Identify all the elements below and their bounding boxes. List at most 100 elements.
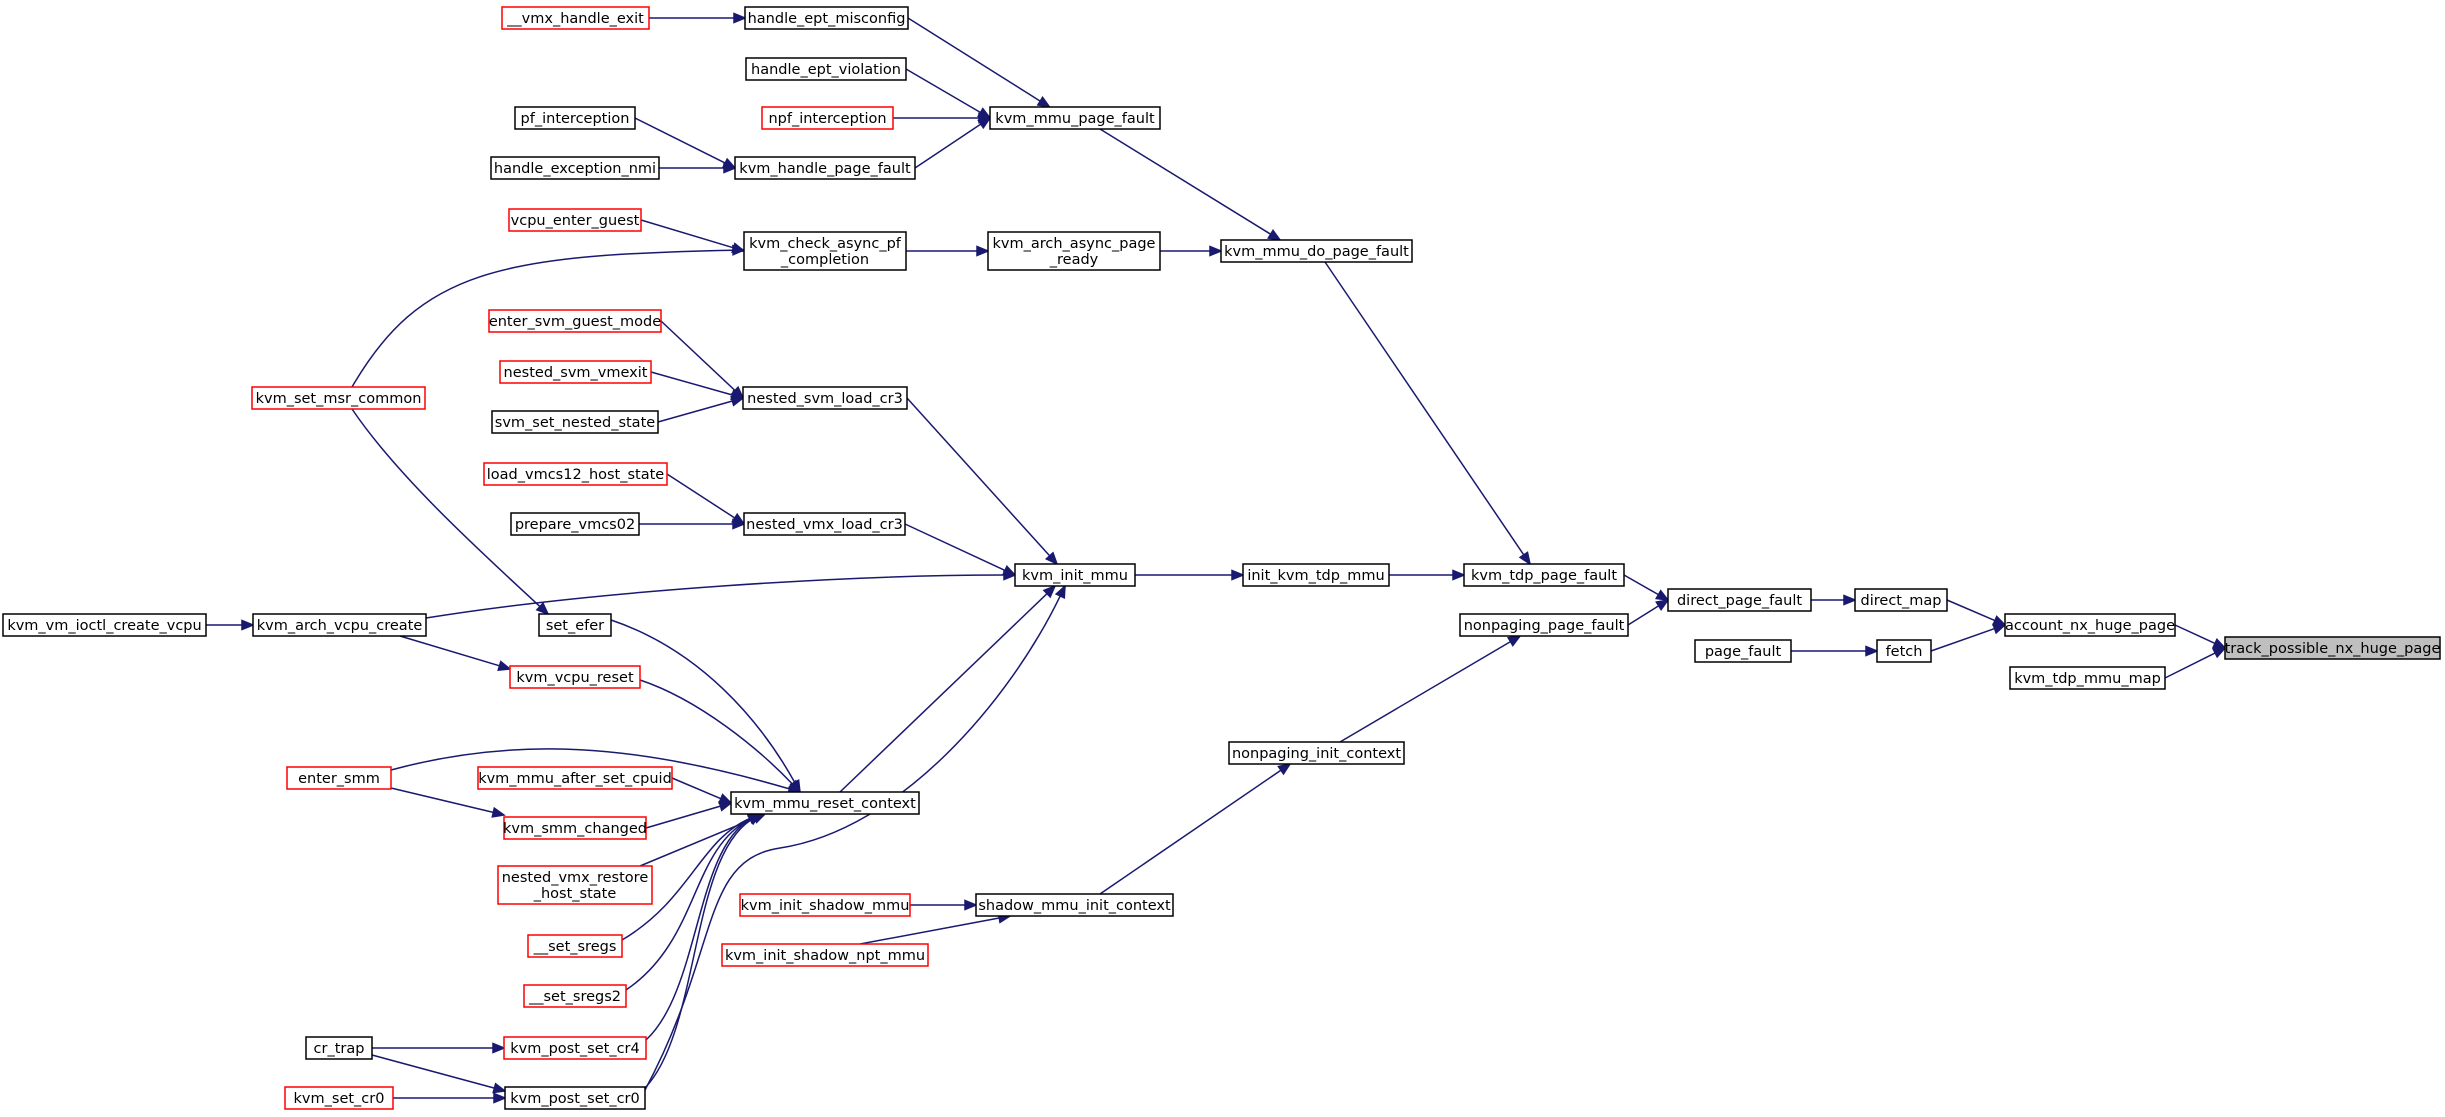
node-box[interactable] <box>730 791 920 815</box>
node-label[interactable]: kvm_vcpu_reset <box>516 670 634 686</box>
node-pf-interception[interactable]: pf_interception <box>514 106 636 130</box>
node-kvm-init-shadow-mmu[interactable]: kvm_init_shadow_mmu <box>739 893 911 917</box>
node-box[interactable] <box>743 512 906 536</box>
node-box[interactable] <box>1014 563 1136 587</box>
node-box[interactable] <box>491 410 659 434</box>
node-handle-ept-misconfig[interactable]: handle_ept_misconfig <box>744 6 909 30</box>
node-shadow-mmu-init-context[interactable]: shadow_mmu_init_context <box>975 893 1174 917</box>
node-label[interactable]: kvm_init_shadow_npt_mmu <box>725 948 925 964</box>
node-nested-vmx-restore-host-state[interactable]: nested_vmx_restore_host_state <box>497 865 653 905</box>
node-label[interactable]: nonpaging_page_fault <box>1464 618 1625 634</box>
node-label[interactable]: npf_interception <box>768 111 886 127</box>
node-kvm-check-async-pf-completion[interactable]: kvm_check_async_pf_completion <box>743 231 907 271</box>
node-handle-ept-violation[interactable]: handle_ept_violation <box>745 57 907 81</box>
node-label[interactable]: kvm_smm_changed <box>503 821 647 837</box>
node-box[interactable] <box>739 893 911 917</box>
node-box[interactable] <box>2009 666 2166 690</box>
node-page-fault[interactable]: page_fault <box>1694 639 1792 663</box>
node-label[interactable]: _completion <box>780 252 869 268</box>
node-box[interactable] <box>1242 563 1390 587</box>
node-nonpaging-init-context[interactable]: nonpaging_init_context <box>1228 741 1405 765</box>
node-init-kvm-tdp-mmu[interactable]: init_kvm_tdp_mmu <box>1242 563 1390 587</box>
node-nested-vmx-load-cr3[interactable]: nested_vmx_load_cr3 <box>743 512 906 536</box>
node-svm-set-nested-state[interactable]: svm_set_nested_state <box>491 410 659 434</box>
node-box[interactable] <box>490 156 660 180</box>
node---vmx-handle-exit[interactable]: __vmx_handle_exit <box>501 6 650 30</box>
node-label[interactable]: enter_svm_guest_mode <box>489 314 661 330</box>
node-kvm-arch-vcpu-create[interactable]: kvm_arch_vcpu_create <box>252 613 427 637</box>
node-load-vmcs12-host-state[interactable]: load_vmcs12_host_state <box>483 462 668 486</box>
node-label[interactable]: prepare_vmcs02 <box>515 517 635 533</box>
node-label[interactable]: _ready <box>1049 252 1099 268</box>
node-label[interactable]: kvm_arch_vcpu_create <box>257 618 423 634</box>
node-nested-svm-load-cr3[interactable]: nested_svm_load_cr3 <box>742 386 908 410</box>
node-enter-smm[interactable]: enter_smm <box>286 766 392 790</box>
node-npf-interception[interactable]: npf_interception <box>761 106 894 130</box>
node-box[interactable] <box>504 1086 646 1110</box>
node-label[interactable]: vcpu_enter_guest <box>511 213 640 229</box>
node-label[interactable]: enter_smm <box>298 771 380 787</box>
node-kvm-tdp-mmu-map[interactable]: kvm_tdp_mmu_map <box>2009 666 2166 690</box>
node-label[interactable]: nested_svm_vmexit <box>504 365 648 381</box>
node-box[interactable] <box>1459 613 1629 637</box>
node-box[interactable] <box>510 512 640 536</box>
node-kvm-mmu-after-set-cpuid[interactable]: kvm_mmu_after_set_cpuid <box>477 766 673 790</box>
node-label[interactable]: direct_map <box>1861 593 1942 609</box>
node-label[interactable]: kvm_check_async_pf <box>749 236 902 252</box>
node-label[interactable]: kvm_handle_page_fault <box>739 161 911 177</box>
node---set-sregs[interactable]: __set_sregs <box>527 934 623 958</box>
node-direct-map[interactable]: direct_map <box>1854 588 1948 612</box>
node-label[interactable]: direct_page_fault <box>1677 593 1802 609</box>
node-box[interactable] <box>1694 639 1792 663</box>
node-box[interactable] <box>975 893 1174 917</box>
node-box[interactable] <box>527 934 623 958</box>
node-box[interactable] <box>251 386 426 410</box>
node-label[interactable]: __set_sregs2 <box>528 989 621 1005</box>
node-direct-page-fault[interactable]: direct_page_fault <box>1667 588 1812 612</box>
node-set-efer[interactable]: set_efer <box>538 613 612 637</box>
node-box[interactable] <box>1220 239 1413 263</box>
node-label[interactable]: cr_trap <box>314 1041 365 1057</box>
node-box[interactable] <box>1228 741 1405 765</box>
node-box[interactable] <box>252 613 427 637</box>
node-label[interactable]: __vmx_handle_exit <box>506 11 644 27</box>
node-kvm-vm-ioctl-create-vcpu[interactable]: kvm_vm_ioctl_create_vcpu <box>2 613 207 637</box>
node-label[interactable]: kvm_mmu_reset_context <box>734 796 916 812</box>
node-kvm-init-shadow-npt-mmu[interactable]: kvm_init_shadow_npt_mmu <box>721 943 929 967</box>
node-box[interactable] <box>1876 639 1932 663</box>
node-prepare-vmcs02[interactable]: prepare_vmcs02 <box>510 512 640 536</box>
node-box[interactable] <box>987 231 1161 271</box>
node-label[interactable]: kvm_vm_ioctl_create_vcpu <box>7 618 201 634</box>
node-kvm-post-set-cr4[interactable]: kvm_post_set_cr4 <box>503 1036 647 1060</box>
node-label[interactable]: svm_set_nested_state <box>495 415 655 431</box>
node-track-possible-nx-huge-page[interactable]: track_possible_nx_huge_page <box>2224 636 2441 660</box>
node-box[interactable] <box>523 984 627 1008</box>
node-box[interactable] <box>2224 636 2441 660</box>
node-kvm-set-msr-common[interactable]: kvm_set_msr_common <box>251 386 426 410</box>
node-kvm-smm-changed[interactable]: kvm_smm_changed <box>503 816 647 840</box>
node-label[interactable]: nested_vmx_restore <box>502 870 649 886</box>
node-box[interactable] <box>508 208 642 232</box>
node-box[interactable] <box>734 156 916 180</box>
node-box[interactable] <box>538 613 612 637</box>
node-label[interactable]: kvm_post_set_cr0 <box>510 1091 640 1107</box>
node-label[interactable]: set_efer <box>546 618 604 634</box>
node-label[interactable]: kvm_post_set_cr4 <box>510 1041 640 1057</box>
node-box[interactable] <box>742 386 908 410</box>
node-box[interactable] <box>497 865 653 905</box>
node-box[interactable] <box>761 106 894 130</box>
node-label[interactable]: shadow_mmu_init_context <box>978 898 1171 914</box>
node-label[interactable]: _host_state <box>533 886 617 902</box>
node-kvm-arch-async-page-ready[interactable]: kvm_arch_async_page_ready <box>987 231 1161 271</box>
node-kvm-post-set-cr0[interactable]: kvm_post_set_cr0 <box>504 1086 646 1110</box>
node-label[interactable]: handle_ept_misconfig <box>748 11 906 27</box>
node-kvm-mmu-page-fault[interactable]: kvm_mmu_page_fault <box>989 106 1161 130</box>
node-box[interactable] <box>721 943 929 967</box>
node-box[interactable] <box>1854 588 1948 612</box>
node-kvm-mmu-do-page-fault[interactable]: kvm_mmu_do_page_fault <box>1220 239 1413 263</box>
node-label[interactable]: handle_ept_violation <box>751 62 901 78</box>
node-box[interactable] <box>305 1036 373 1060</box>
node-box[interactable] <box>286 766 392 790</box>
node-box[interactable] <box>501 6 650 30</box>
node-label[interactable]: kvm_mmu_do_page_fault <box>1224 244 1409 260</box>
